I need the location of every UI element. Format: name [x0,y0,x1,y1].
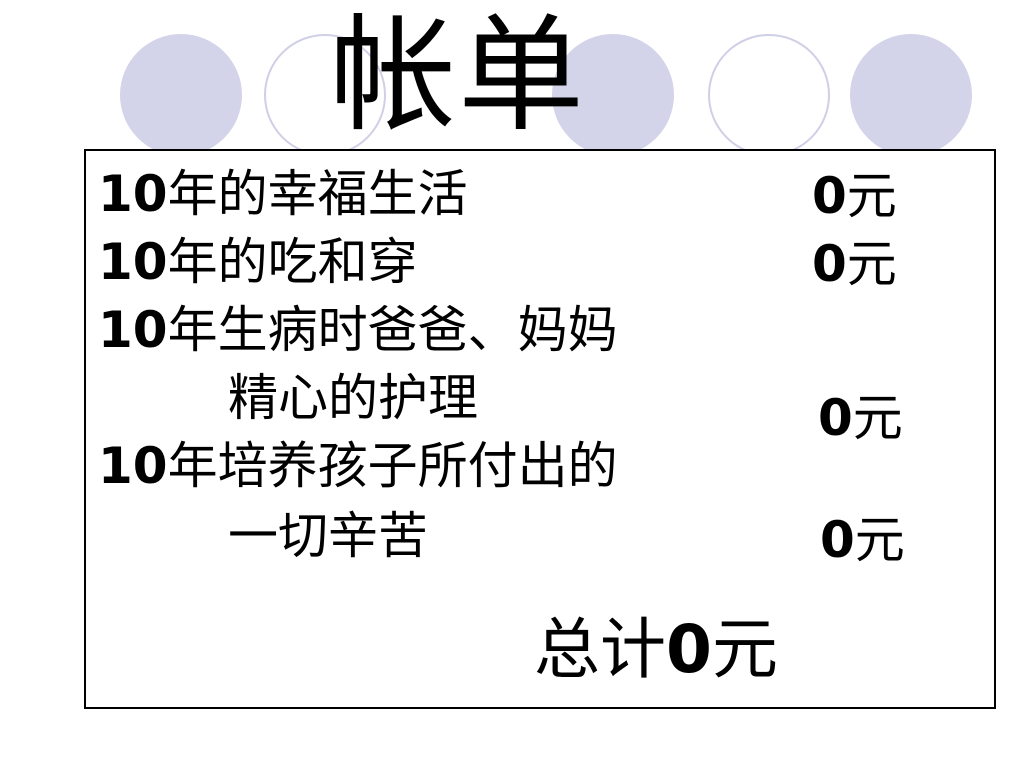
total-number: 0 [666,611,712,688]
bill-item-label: 10年的幸福生活 [98,164,468,224]
amount-number: 0 [812,167,847,225]
item-prefix: 10 [98,165,168,223]
item-text: 年的吃和穿 [167,233,418,291]
item-text: 年培养孩子所付出的 [167,437,618,495]
slide-title: 帐单 [330,2,586,149]
decorative-circle-filled [120,34,242,156]
total-unit: 元 [711,611,778,688]
bill-item-amount: 0元 [818,388,903,448]
total-label: 总计 [534,611,666,688]
amount-number: 0 [812,235,847,293]
amount-unit: 元 [852,389,903,447]
decorative-circle-filled [552,34,674,156]
bill-box [84,149,996,709]
item-prefix: 10 [98,437,168,495]
amount-number: 0 [818,389,853,447]
bill-item-label: 10年生病时爸爸、妈妈 [98,300,618,360]
amount-unit: 元 [854,511,905,569]
amount-unit: 元 [846,235,897,293]
bill-item-label: 10年培养孩子所付出的 [98,436,618,496]
decorative-circle-filled [850,34,972,156]
item-text: 年生病时爸爸、妈妈 [167,301,618,359]
decorative-circle-outline [264,34,386,156]
item-text: 年的幸福生活 [167,165,468,223]
bill-item-amount: 0元 [812,234,897,294]
bill-total: 总计0元 [534,612,778,688]
bill-item-label-continuation: 精心的护理 [228,369,478,427]
amount-number: 0 [820,511,855,569]
bill-item-amount: 0元 [812,166,897,226]
bill-item-label-continuation: 一切辛苦 [228,507,428,565]
bill-item-label: 10年的吃和穿 [98,232,418,292]
decorative-circle-outline [708,34,830,156]
amount-unit: 元 [846,167,897,225]
item-prefix: 10 [98,233,168,291]
bill-item-amount: 0元 [820,510,905,570]
item-prefix: 10 [98,301,168,359]
